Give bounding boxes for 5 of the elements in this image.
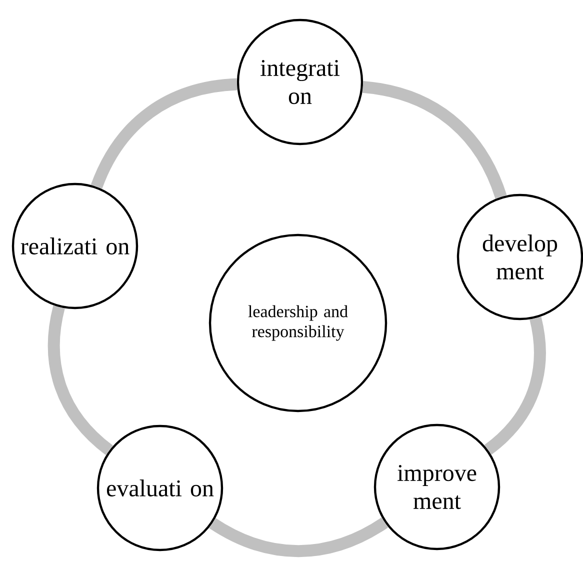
ring-segment (362, 81, 507, 199)
ring-segment (209, 517, 388, 558)
ring-segment (90, 78, 238, 189)
ring-segment (48, 306, 114, 455)
ring-segment (484, 316, 546, 454)
